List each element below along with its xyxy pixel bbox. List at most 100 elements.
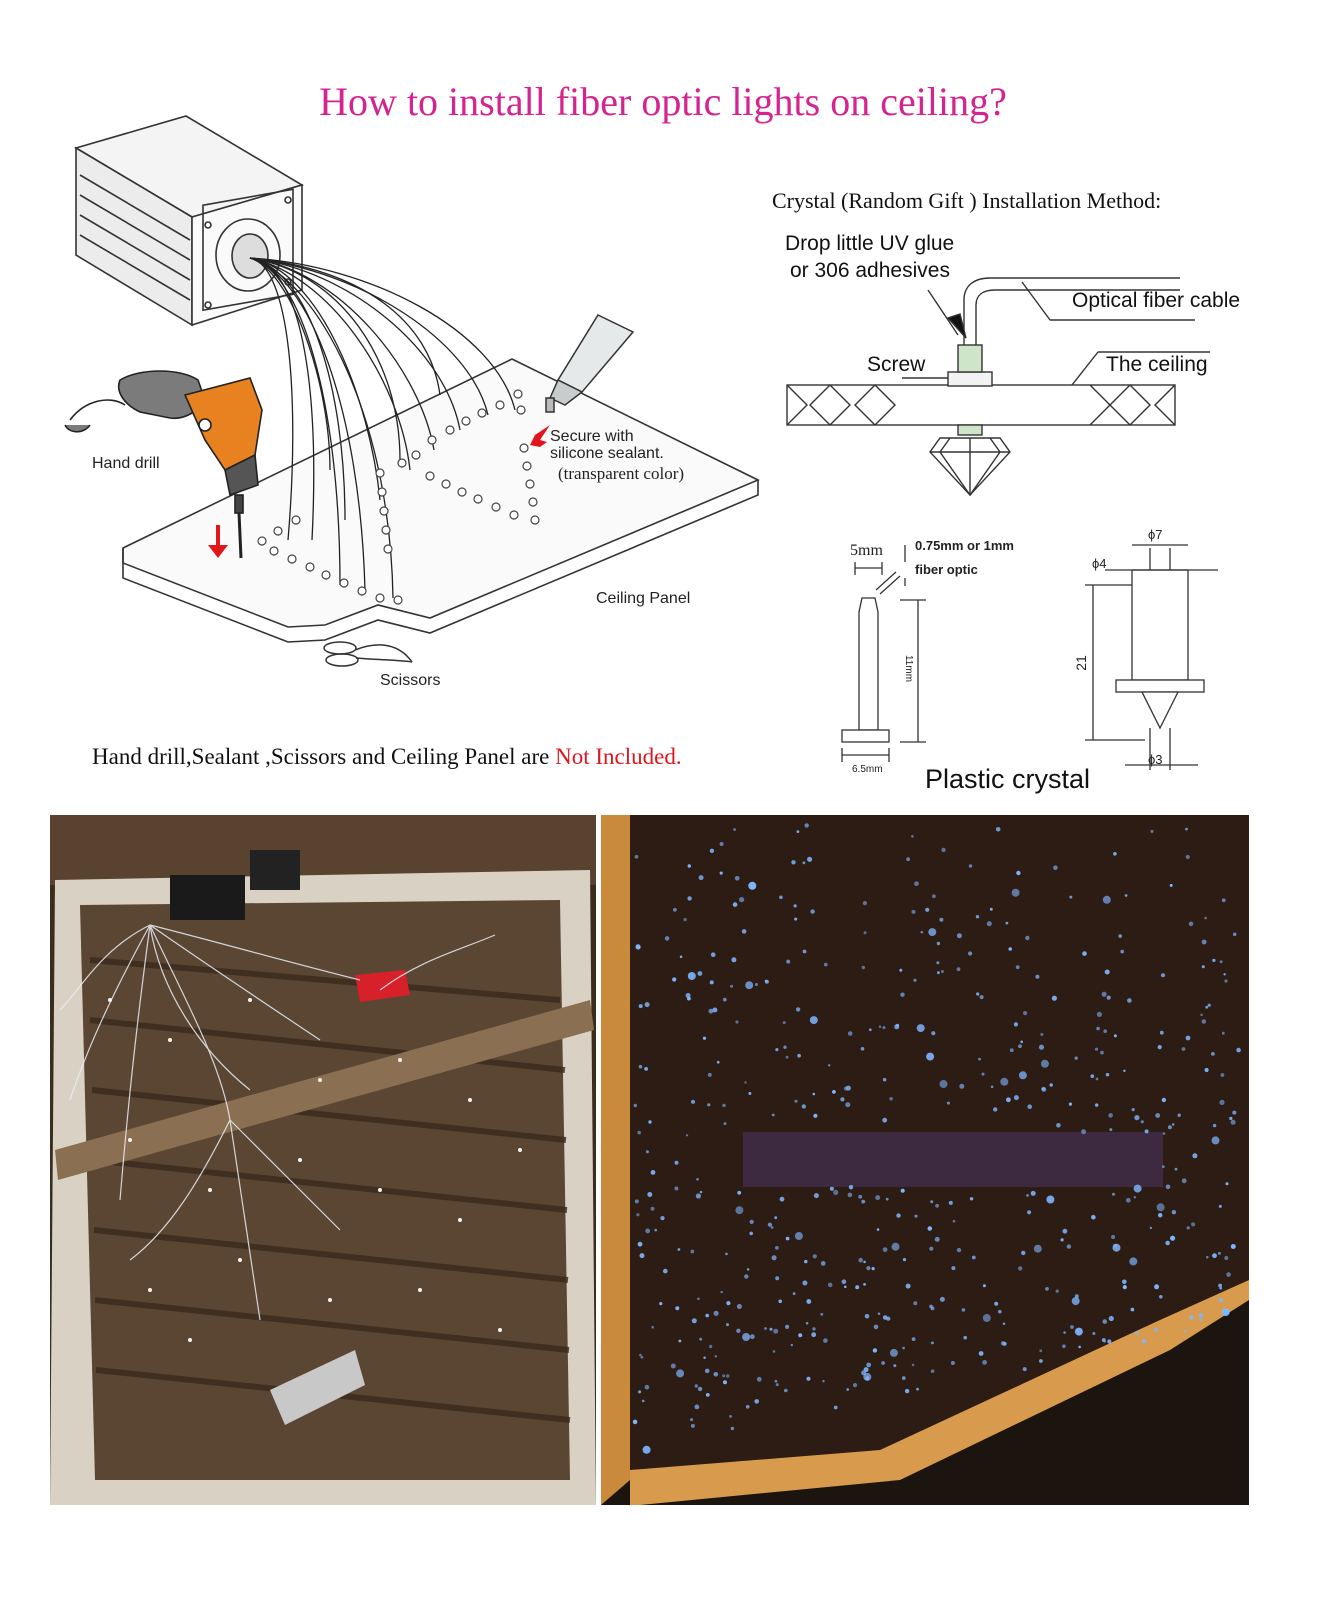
star-point: [1018, 1044, 1022, 1049]
star-point: [1009, 1048, 1014, 1053]
star-point: [1020, 1040, 1023, 1044]
star-point: [995, 827, 1001, 832]
star-point: [687, 864, 691, 868]
star-point: [822, 1380, 825, 1383]
star-point: [1095, 1103, 1099, 1107]
hand-drill-icon: [64, 370, 263, 559]
star-point: [1030, 1190, 1036, 1196]
star-point: [848, 1185, 854, 1190]
star-point: [1108, 1113, 1113, 1118]
star-point: [725, 1252, 728, 1256]
star-point: [855, 1285, 860, 1290]
star-point: [709, 1344, 713, 1349]
star-point: [636, 1213, 640, 1217]
star-point: [713, 1310, 719, 1316]
star-point: [982, 1314, 991, 1322]
star-point: [710, 952, 716, 957]
star-point: [971, 1255, 976, 1260]
star-point: [813, 1193, 819, 1199]
star-point: [978, 1351, 984, 1356]
star-point: [696, 1178, 699, 1181]
star-point: [802, 1280, 808, 1286]
star-point: [1131, 1108, 1135, 1112]
star-point: [806, 1376, 811, 1381]
star-point: [1189, 1315, 1194, 1320]
star-point: [769, 1327, 773, 1331]
star-point: [735, 1206, 744, 1215]
star-point: [690, 1249, 695, 1254]
star-point: [979, 995, 984, 1000]
star-point: [1212, 958, 1216, 963]
star-point: [1104, 969, 1110, 975]
star-point: [1153, 1327, 1159, 1332]
star-point: [833, 1405, 838, 1410]
star-point: [1181, 1178, 1187, 1184]
star-point: [1185, 854, 1190, 860]
star-point: [749, 1231, 753, 1236]
star-point: [690, 1423, 695, 1428]
star-point: [794, 1099, 798, 1103]
star-point: [1140, 1120, 1144, 1124]
fiber-cable-label: Optical fiber cable: [1072, 289, 1241, 312]
star-point: [1025, 935, 1030, 941]
star-point: [981, 1072, 985, 1076]
star-point: [914, 881, 919, 887]
star-point: [1022, 1367, 1027, 1372]
star-point: [902, 1346, 905, 1350]
star-point: [894, 1024, 900, 1030]
star-point: [1027, 1210, 1032, 1215]
star-point: [1167, 1125, 1172, 1130]
star-point: [640, 1355, 644, 1359]
star-point: [1018, 1071, 1027, 1080]
glue-label-1: Drop little UV glue: [785, 232, 955, 255]
star-point: [713, 1372, 719, 1377]
star-point: [1211, 1136, 1220, 1145]
star-point: [633, 1103, 637, 1108]
star-point: [1063, 1331, 1066, 1334]
star-point: [841, 1279, 847, 1284]
star-point: [1095, 1077, 1099, 1081]
star-point: [1212, 1123, 1217, 1128]
star-point: [1062, 1228, 1068, 1234]
star-point: [1060, 1238, 1064, 1242]
star-point: [1105, 1073, 1110, 1077]
star-point: [795, 1007, 801, 1012]
star-point: [716, 1060, 720, 1064]
star-point: [1159, 1030, 1164, 1035]
secure-label-2: silicone sealant.: [550, 445, 664, 462]
star-point: [871, 1267, 875, 1271]
star-point: [845, 1102, 851, 1108]
star-point: [650, 1170, 656, 1175]
note-text: Hand drill,Sealant ,Scissors and Ceiling…: [92, 744, 556, 769]
star-point: [708, 1008, 714, 1014]
star-point: [1188, 921, 1194, 927]
star-point: [685, 1134, 689, 1137]
star-point: [948, 1200, 953, 1205]
star-point: [639, 1253, 645, 1259]
star-point: [1118, 934, 1122, 938]
star-point: [645, 1150, 649, 1154]
star-point: [1000, 1341, 1006, 1346]
star-point: [719, 871, 723, 875]
star-point: [827, 1282, 833, 1288]
star-point: [1074, 1294, 1079, 1299]
star-point: [891, 1242, 900, 1251]
sealant-tube-icon: [545, 314, 635, 413]
star-point: [956, 933, 962, 939]
star-point: [1096, 1011, 1102, 1018]
star-point: [882, 1117, 888, 1123]
star-point: [1056, 1123, 1061, 1128]
star-point: [968, 864, 973, 868]
star-point: [1129, 1257, 1138, 1266]
star-point: [647, 1192, 653, 1197]
star-point: [736, 1304, 742, 1309]
star-point: [847, 1031, 853, 1036]
dim-11mm: 11mm: [903, 654, 915, 683]
star-point: [741, 929, 747, 934]
star-point: [906, 857, 910, 862]
ceiling-panel: [122, 358, 760, 643]
scissors-label: Scissors: [380, 672, 441, 689]
star-point: [805, 1321, 809, 1325]
star-point: [1103, 1340, 1106, 1343]
star-point: [936, 961, 940, 965]
